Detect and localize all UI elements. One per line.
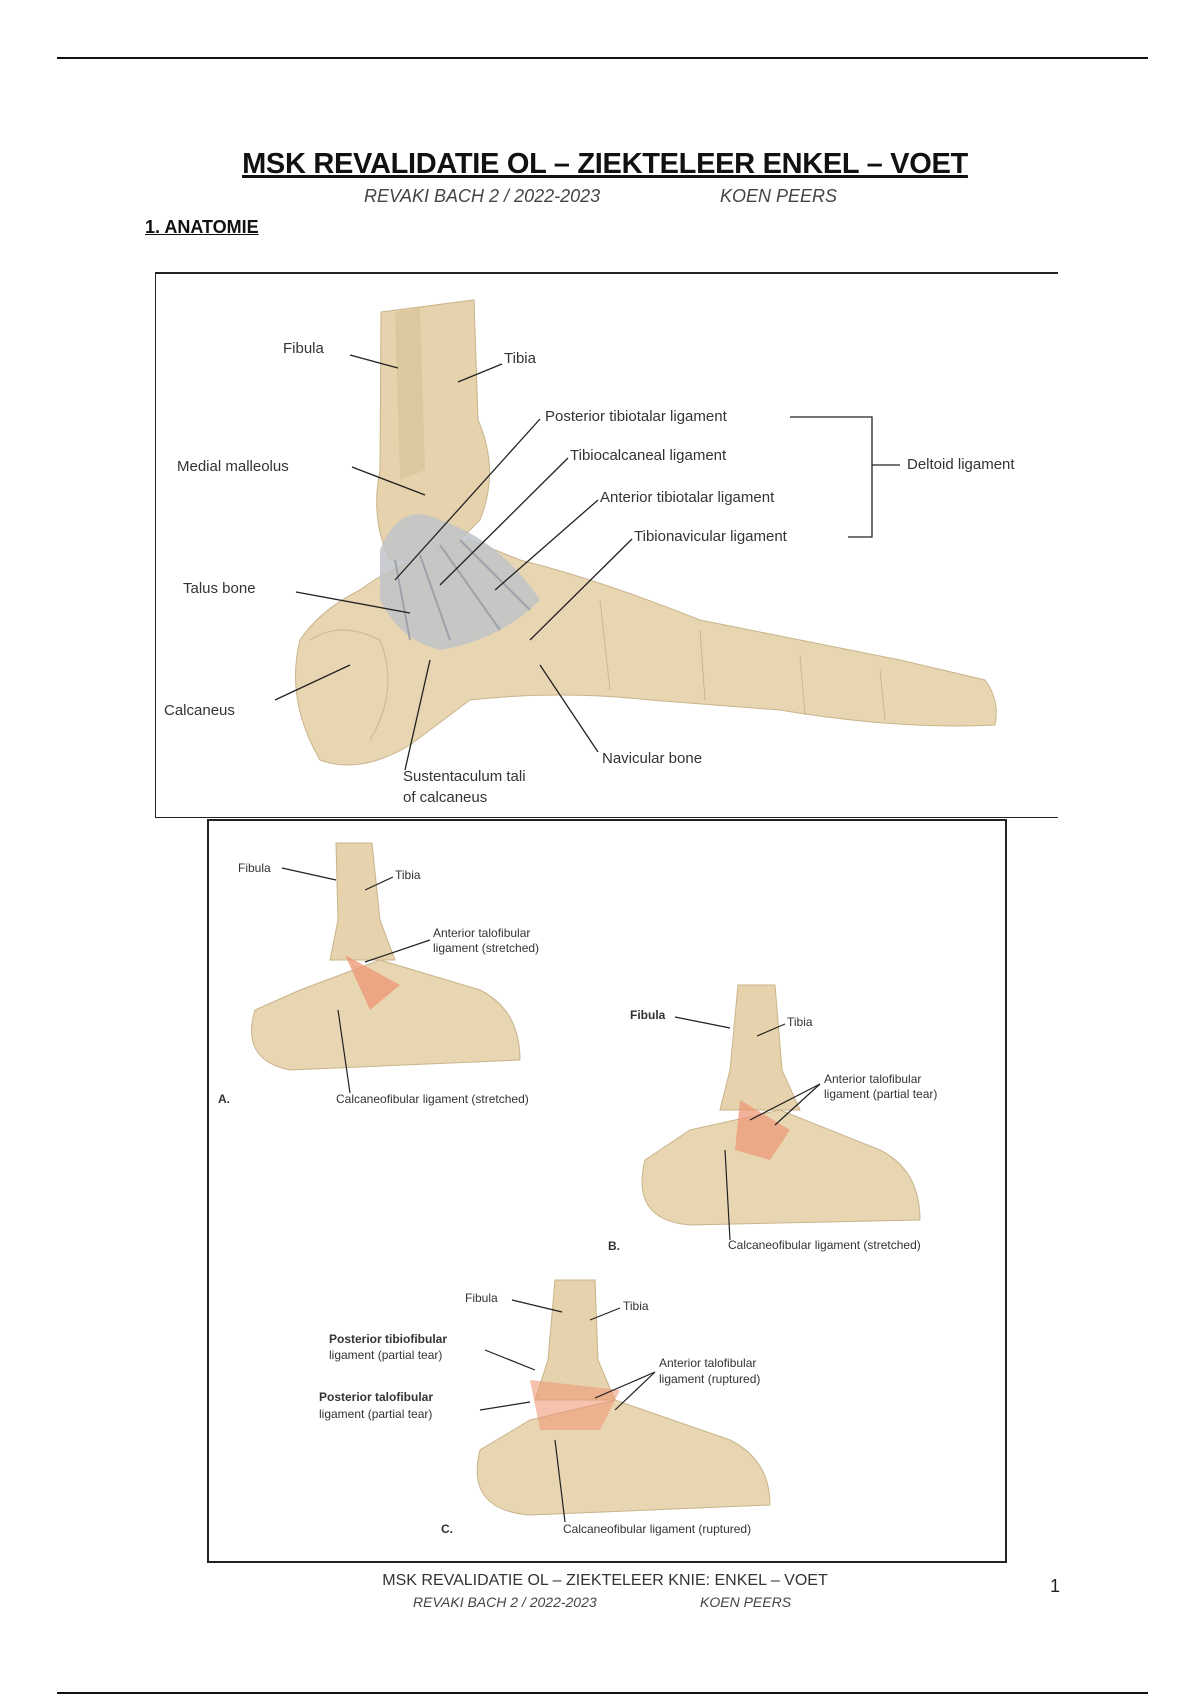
label-tibiocalcaneal: Tibiocalcaneal ligament [570, 447, 727, 464]
footer-author: KOEN PEERS [700, 1594, 792, 1610]
c-fibula: Fibula [465, 1291, 498, 1305]
author-label: KOEN PEERS [720, 186, 838, 206]
page-number: 1 [1050, 1576, 1061, 1596]
c-ptfl-1: Posterior talofibular [319, 1390, 434, 1404]
label-tibionavicular: Tibionavicular ligament [634, 528, 787, 545]
c-ptfl-2: ligament (partial tear) [319, 1407, 433, 1421]
c-letter: C. [441, 1522, 453, 1536]
c-tibia: Tibia [623, 1299, 649, 1313]
c-ptfl-tib-1: Posterior tibiofibular [329, 1332, 448, 1346]
a-letter: A. [218, 1092, 230, 1106]
footer-course: REVAKI BACH 2 / 2022-2023 [413, 1594, 597, 1610]
c-ptfl-tib-2: ligament (partial tear) [329, 1348, 443, 1362]
b-fibula: Fibula [630, 1008, 666, 1022]
sprain-c-illustration [476, 1279, 771, 1523]
a-tibia: Tibia [395, 868, 421, 882]
a-atfl-2: ligament (stretched) [433, 941, 540, 955]
page-title: MSK REVALIDATIE OL – ZIEKTELEER ENKEL – … [242, 148, 968, 180]
label-deltoid: Deltoid ligament [907, 456, 1015, 473]
label-calcaneus: Calcaneus [164, 702, 235, 719]
label-sustentaculum: Sustentaculum tali [403, 768, 526, 785]
a-cfl: Calcaneofibular ligament (stretched) [336, 1092, 529, 1106]
medial-foot-illustration [274, 299, 997, 771]
label-posterior-tibiotalar: Posterior tibiotalar ligament [545, 408, 727, 425]
ankle-sprain-figure [207, 819, 1007, 1563]
a-fibula: Fibula [238, 861, 271, 875]
footer-title: MSK REVALIDATIE OL – ZIEKTELEER KNIE: EN… [382, 1572, 828, 1589]
label-navicular: Navicular bone [602, 750, 703, 767]
footer-rule [57, 1692, 1148, 1694]
b-atfl-2: ligament (partial tear) [824, 1087, 938, 1101]
label-talus: Talus bone [183, 580, 256, 597]
label-tibia: Tibia [504, 350, 536, 367]
medial-ankle-figure [155, 272, 1058, 818]
header-rule [57, 57, 1148, 59]
a-atfl-1: Anterior talofibular [433, 926, 531, 940]
b-tibia: Tibia [787, 1015, 813, 1029]
label-medial-malleolus: Medial malleolus [177, 458, 289, 475]
b-atfl-1: Anterior talofibular [824, 1072, 922, 1086]
c-atfl-1: Anterior talofibular [659, 1356, 757, 1370]
sprain-b-illustration [641, 984, 921, 1241]
label-sustentaculum-2: of calcaneus [403, 789, 488, 806]
section-heading: 1. ANATOMIE [145, 217, 259, 237]
label-fibula: Fibula [283, 340, 324, 357]
label-anterior-tibiotalar: Anterior tibiotalar ligament [600, 489, 775, 506]
c-cfl: Calcaneofibular ligament (ruptured) [563, 1522, 752, 1536]
c-atfl-2: ligament (ruptured) [659, 1372, 761, 1386]
b-letter: B. [608, 1239, 620, 1253]
b-cfl: Calcaneofibular ligament (stretched) [728, 1238, 921, 1252]
sprain-a-illustration [251, 842, 521, 1094]
course-label: REVAKI BACH 2 / 2022-2023 [364, 186, 601, 206]
